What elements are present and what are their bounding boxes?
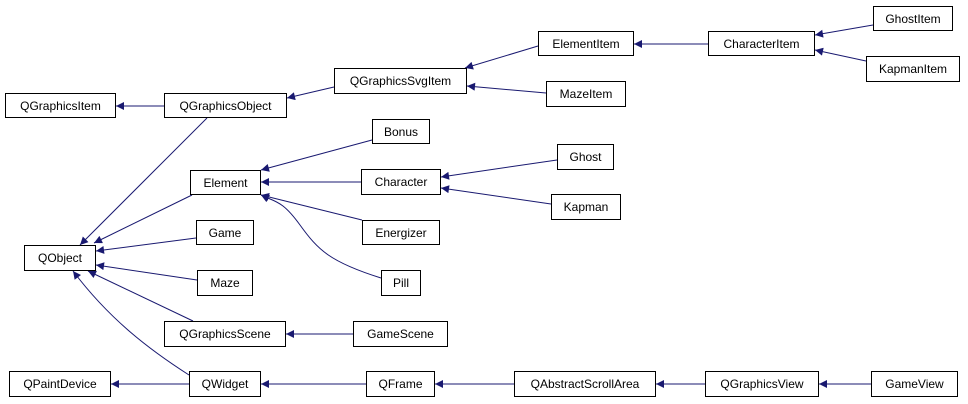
edge-energizer-to-element bbox=[260, 193, 363, 221]
edge-element-to-qobject bbox=[93, 194, 193, 244]
edge-qgraphicssvgitem-to-qgraphicsobject bbox=[286, 86, 335, 101]
edge-kapmanitem-to-characteritem bbox=[814, 47, 867, 62]
edge-kapman-to-character bbox=[440, 185, 552, 205]
node-character[interactable]: Character bbox=[361, 169, 441, 195]
node-qgraphicsobject[interactable]: QGraphicsObject bbox=[164, 93, 287, 118]
edge-bonus-to-element bbox=[260, 139, 373, 172]
edge-ghostitem-to-characteritem bbox=[814, 24, 874, 38]
node-game[interactable]: Game bbox=[196, 220, 254, 245]
node-element[interactable]: Element bbox=[190, 170, 261, 195]
node-qabstractscrollarea[interactable]: QAbstractScrollArea bbox=[514, 371, 656, 397]
edge-qgraphicsobject-to-qobject bbox=[79, 117, 208, 246]
node-gamescene[interactable]: GameScene bbox=[353, 321, 448, 347]
edge-pill-to-element bbox=[260, 194, 382, 279]
node-bonus[interactable]: Bonus bbox=[372, 119, 430, 144]
node-ghost[interactable]: Ghost bbox=[557, 144, 614, 170]
node-qwidget[interactable]: QWidget bbox=[189, 371, 261, 397]
edge-mazeitem-to-qgraphicssvgitem bbox=[466, 82, 547, 94]
node-kapman[interactable]: Kapman bbox=[551, 194, 621, 220]
node-ghostitem[interactable]: GhostItem bbox=[873, 6, 953, 31]
node-pill[interactable]: Pill bbox=[381, 270, 421, 296]
edge-qwidget-to-qobject bbox=[72, 270, 190, 376]
node-qgraphicsitem[interactable]: QGraphicsItem bbox=[5, 93, 116, 118]
node-qobject[interactable]: QObject bbox=[24, 245, 96, 271]
edge-qgraphicsscene-to-qobject bbox=[87, 270, 194, 322]
edge-maze-to-qobject bbox=[95, 262, 198, 281]
node-gameview[interactable]: GameView bbox=[871, 371, 958, 397]
node-qgraphicsview[interactable]: QGraphicsView bbox=[705, 371, 819, 397]
node-mazeitem[interactable]: MazeItem bbox=[546, 81, 626, 107]
node-qgraphicsscene[interactable]: QGraphicsScene bbox=[164, 321, 286, 347]
node-energizer[interactable]: Energizer bbox=[362, 220, 440, 245]
node-elementitem[interactable]: ElementItem bbox=[538, 31, 634, 56]
node-kapmanitem[interactable]: KapmanItem bbox=[866, 56, 960, 82]
node-qpaintdevice[interactable]: QPaintDevice bbox=[9, 371, 111, 397]
node-maze[interactable]: Maze bbox=[197, 270, 253, 296]
node-qgraphicssvgitem[interactable]: QGraphicsSvgItem bbox=[334, 68, 467, 94]
node-qframe[interactable]: QFrame bbox=[366, 371, 435, 397]
edge-ghost-to-character bbox=[440, 159, 558, 180]
edge-game-to-qobject bbox=[95, 237, 197, 254]
edge-elementitem-to-qgraphicssvgitem bbox=[464, 45, 539, 70]
node-characteritem[interactable]: CharacterItem bbox=[708, 31, 815, 56]
